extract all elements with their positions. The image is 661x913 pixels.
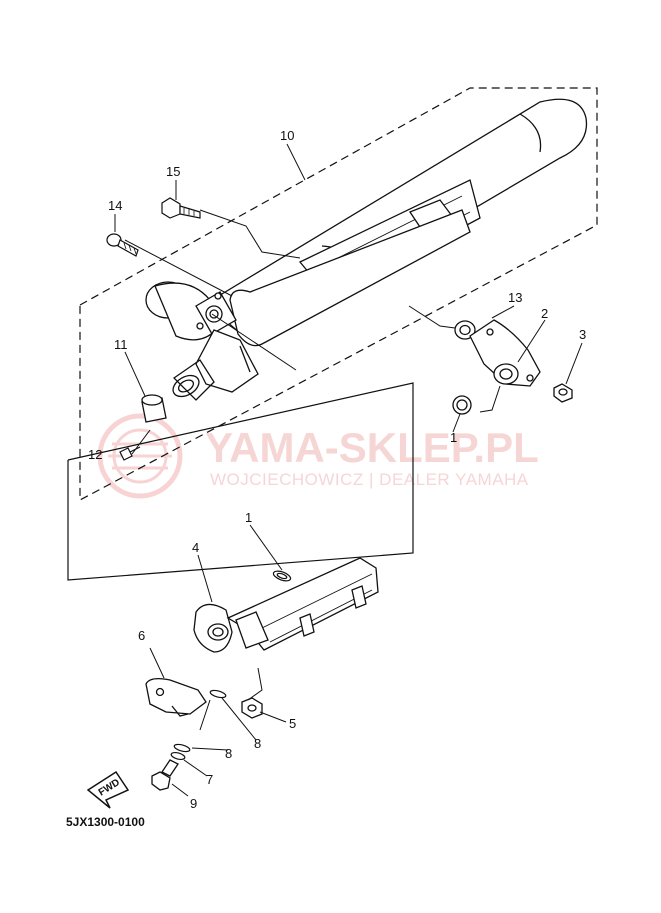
callout-14: 14 — [108, 198, 122, 213]
callout-6: 6 — [138, 628, 145, 643]
exhaust-pipe-frame — [67, 382, 414, 581]
spring-washer-7 — [170, 751, 186, 761]
diagram-code: 5JX1300-0100 — [66, 815, 145, 829]
callout-2: 2 — [541, 306, 548, 321]
callout-8-upper: 8 — [254, 736, 261, 751]
bolt-14 — [106, 233, 139, 257]
nut-3 — [553, 383, 573, 403]
nut-5 — [241, 697, 263, 719]
bolt-15 — [161, 197, 201, 219]
callout-9: 9 — [190, 796, 197, 811]
gasket-1-lower — [272, 570, 292, 582]
gasket-1-upper — [452, 395, 472, 415]
leader-lines — [114, 143, 583, 797]
callout-4: 4 — [192, 540, 199, 555]
watermark-logo-icon — [97, 413, 183, 499]
exhaust-pipe — [193, 557, 379, 653]
gasket-2 — [469, 319, 541, 387]
bracket-6 — [145, 678, 207, 717]
callout-8-lower: 8 — [225, 746, 232, 761]
collar — [141, 394, 167, 423]
callout-7: 7 — [206, 772, 213, 787]
bolt-9 — [151, 759, 179, 791]
washer-8-lower — [173, 743, 191, 753]
callout-15: 15 — [166, 164, 180, 179]
gasket-13 — [454, 320, 476, 340]
callout-1-lower: 1 — [245, 510, 252, 525]
muffler — [145, 98, 588, 401]
watermark-title: YAMA-SKLEP.PL — [205, 424, 539, 471]
callout-3: 3 — [579, 327, 586, 342]
callout-10: 10 — [280, 128, 294, 143]
callouts: 10 15 14 11 12 13 2 3 1 1 4 6 5 8 8 7 9 — [88, 128, 586, 811]
washer-8-upper — [209, 689, 227, 699]
watermark: YAMA-SKLEP.PL WOJCIECHOWICZ | DEALER YAM… — [97, 413, 539, 499]
callout-13: 13 — [508, 290, 522, 305]
muffler-assembly-frame — [79, 87, 598, 501]
callout-5: 5 — [289, 716, 296, 731]
screw — [119, 446, 141, 461]
watermark-subtitle: WOJCIECHOWICZ | DEALER YAMAHA — [210, 470, 529, 489]
callout-1-upper: 1 — [450, 430, 457, 445]
callout-11: 11 — [114, 337, 128, 352]
callout-12: 12 — [88, 447, 102, 462]
forward-arrow-icon: FWD — [86, 770, 130, 809]
